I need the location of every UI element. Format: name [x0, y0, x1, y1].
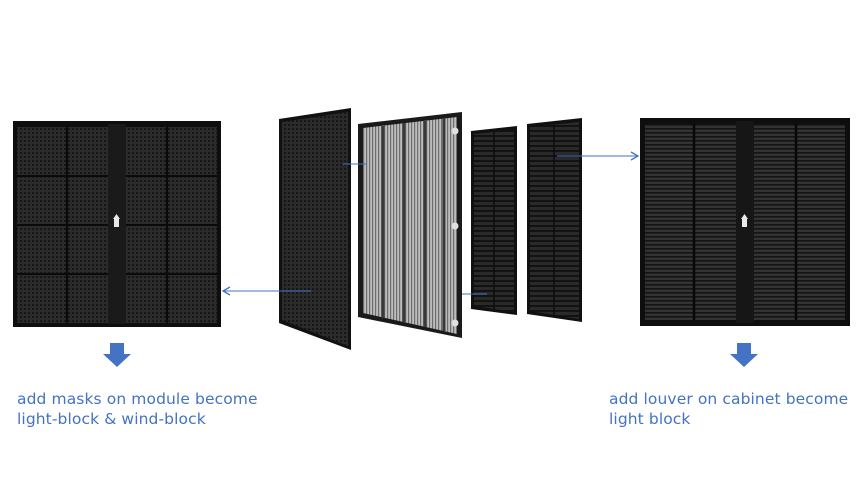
caption-louver-line1: add louver on cabinet become [609, 390, 849, 408]
arrow-icon [742, 218, 747, 227]
louver-strip-left [471, 126, 517, 315]
cabinet-frame [358, 112, 462, 338]
caption-masks-line1: add masks on module become [17, 390, 258, 408]
cabinet-interior [363, 117, 457, 334]
arrow-icon [741, 214, 748, 219]
arrow-icon [113, 214, 120, 219]
cabinet-ribs [381, 118, 446, 331]
caption-louver: add louver on cabinet become light block [609, 389, 848, 429]
louver-strip-right [527, 118, 582, 322]
cabinet-mount-holes [451, 127, 459, 327]
arrow-icon [114, 218, 119, 227]
caption-louver-line2: light block [609, 410, 691, 428]
caption-masks: add masks on module become light-block &… [17, 389, 258, 429]
down-arrow-icon [730, 343, 758, 367]
masked-module-panel [13, 121, 221, 327]
louvered-cabinet-panel [640, 118, 850, 326]
caption-masks-line2: light-block & wind-block [17, 410, 206, 428]
mask-layer [279, 108, 351, 350]
mask-surface [282, 112, 348, 346]
connector-arrows [221, 151, 640, 296]
down-arrow-icon [103, 343, 131, 367]
